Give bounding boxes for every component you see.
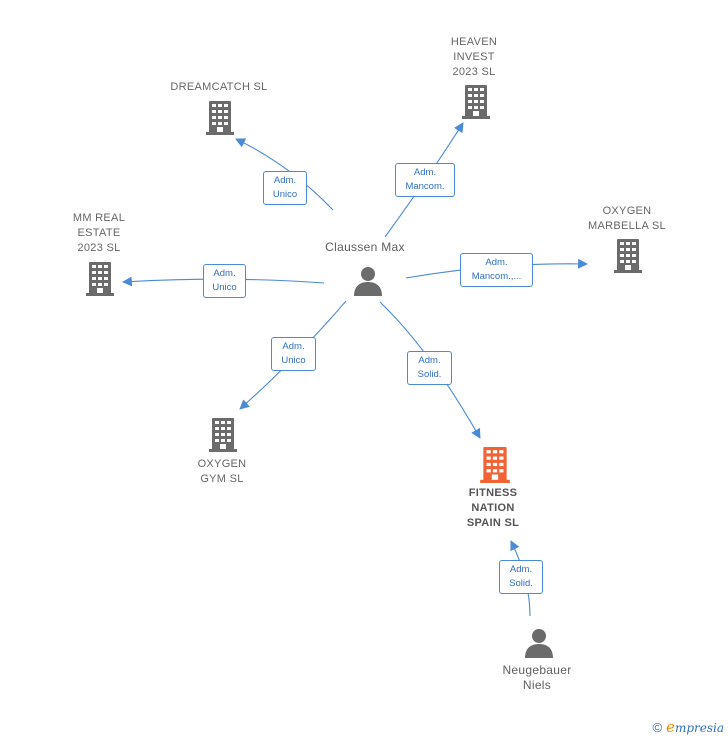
edge-label-mm-real: Adm. Unico [203,264,246,298]
edge-label-heaven: Adm. Mancom. [395,163,455,197]
node-label-dreamcatch[interactable]: DREAMCATCH SL [170,81,268,93]
node-label-neugebauer[interactable]: Neugebauer Niels [502,663,572,692]
edge-label-oxygen-gym: Adm. Unico [271,337,316,371]
edge-dreamcatch [235,138,334,211]
edge-label-neugebauer-fitness: Adm. Solid. [499,560,543,594]
node-label-oxygen-marbella[interactable]: OXYGEN MARBELLA SL [588,205,666,232]
node-label-heaven[interactable]: HEAVEN INVEST 2023 SL [450,36,498,78]
edge-label-dreamcatch: Adm. Unico [263,171,307,205]
person-icon[interactable] [354,267,382,296]
edge-label-fitness: Adm. Solid. [407,351,452,385]
building-icon[interactable] [209,418,237,452]
building-icon[interactable] [206,101,234,135]
building-icon[interactable] [480,447,510,483]
footer-credit: © empresia [652,718,724,736]
node-label-fitness[interactable]: FITNESS NATION SPAIN SL [466,487,520,529]
person-icon[interactable] [525,629,553,658]
building-icon[interactable] [614,239,642,273]
building-icon[interactable] [462,85,490,119]
building-icon[interactable] [86,262,114,296]
copyright-symbol: © [652,719,663,735]
edge-label-oxygen-marbella: Adm. Mancom.,... [460,253,533,287]
empresia-logo[interactable]: empresia [666,718,724,736]
node-label-oxygen-gym[interactable]: OXYGEN GYM SL [197,458,247,485]
node-label-claussen[interactable]: Claussen Max [325,240,405,254]
node-label-mm-real[interactable]: MM REAL ESTATE 2023 SL [72,212,126,254]
